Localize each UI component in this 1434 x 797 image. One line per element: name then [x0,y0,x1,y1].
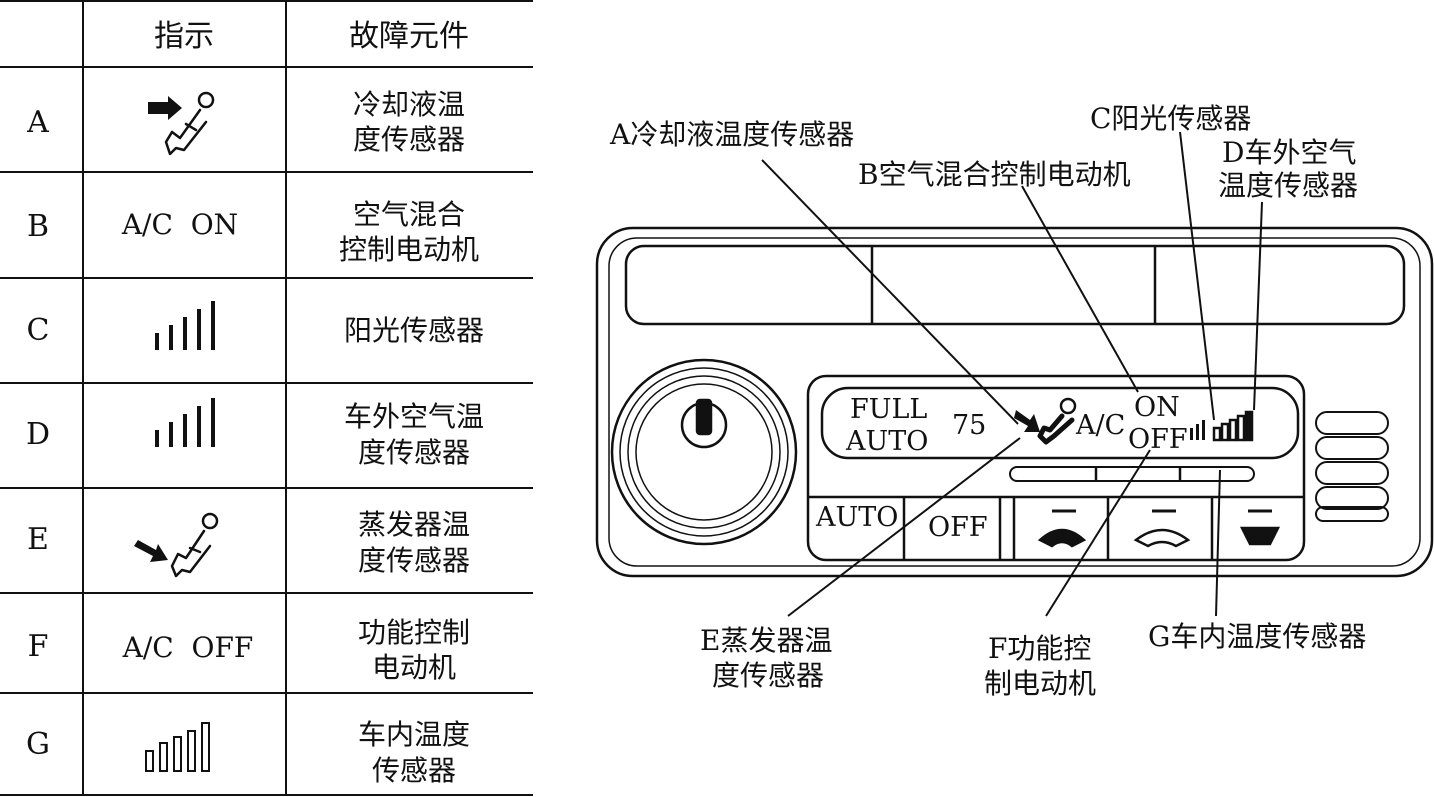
temperature-dial[interactable] [610,358,798,546]
indicator-ac-off: A/C OFF [122,631,254,664]
side-vent-grille [1315,411,1389,522]
header-indicator: 指示 [154,19,214,54]
auto-button-label: AUTO [815,502,898,533]
leader-line-g [1215,469,1221,617]
outdoor-signal-display-icon [1212,410,1254,442]
component-b-line2: 控制电动机 [339,233,479,266]
signal-bars-filled-icon [155,398,215,447]
top-vent-slot [624,244,1406,326]
component-d-line2: 度传感器 [358,436,470,469]
component-e-line1: 蒸发器温 [358,508,470,541]
sun-signal-display-icon [1190,420,1205,440]
leader-line-b [1021,185,1139,393]
display-on: ON [1134,392,1180,423]
display-temperature: 75 [952,410,986,441]
leader-line-e [787,437,1021,617]
row-key-e: E [27,522,49,557]
seat-arrow-display-icon [1014,397,1077,445]
row-key-g: G [26,727,50,762]
component-f-line2: 电动机 [372,651,456,684]
slider-bar[interactable] [1009,466,1255,482]
climate-control-panel [595,226,1434,578]
display-off: OFF [1128,424,1188,455]
floor-defrost-icon [1133,528,1191,548]
display-full: FULL [850,394,927,425]
lcd-display [820,386,1300,460]
leader-line-d [1253,201,1263,411]
callout-g-label: G车内温度传感器 [1148,620,1366,653]
callout-e-label-line2: 度传感器 [712,659,824,692]
component-g-line1: 车内温度 [358,718,470,751]
leader-line-f [1045,449,1151,617]
signal-bars-filled-icon [155,301,215,350]
panel-outer-frame [595,226,1434,578]
component-f-line1: 功能控制 [358,616,470,649]
control-module [806,374,1306,562]
component-d-line1: 车外空气温 [344,400,484,433]
component-a-line1: 冷却液温 [353,88,465,121]
row-key-f: F [28,629,49,664]
rear-defrost-button[interactable] [1239,509,1281,546]
leader-line-c [1179,131,1215,421]
callout-d-label-line1: D车外空气 [1222,136,1356,169]
display-auto: AUTO [845,426,928,457]
fault-table [0,0,533,796]
callout-d-label-line2: 温度传感器 [1218,169,1358,202]
floor-defrost-mode-button[interactable] [1133,509,1191,548]
off-button[interactable]: OFF [906,499,998,557]
leader-line-a [761,159,1019,425]
auto-button[interactable]: AUTO [810,499,902,557]
row-key-c: C [27,313,50,348]
callout-b-label: B空气混合控制电动机 [858,158,1131,191]
row-key-d: D [26,417,50,452]
seat-arrow-down-icon [134,512,219,578]
seat-arrow-right-icon [148,91,215,156]
row-key-b: B [27,209,49,244]
callout-a-label: A冷却液温度传感器 [609,118,854,151]
display-ac: A/C [1075,410,1125,441]
callout-f-label-line1: F功能控 [988,632,1091,665]
component-e-line2: 度传感器 [358,544,470,577]
indicator-ac-on: A/C ON [121,208,238,241]
callout-f-label-line2: 制电动机 [984,667,1096,700]
row-key-a: A [26,105,49,140]
component-c-line1: 阳光传感器 [344,314,484,347]
off-button-label: OFF [928,512,988,543]
callout-leaders [761,131,1263,617]
component-g-line2: 传感器 [372,754,456,787]
signal-bars-outline-icon [145,722,210,772]
defrost-mode-button[interactable] [1037,509,1087,548]
header-component: 故障元件 [349,19,469,54]
component-a-line2: 度传感器 [353,123,465,156]
callout-e-label-line1: E蒸发器温 [700,624,832,657]
rear-defrost-icon [1239,526,1281,546]
windshield-defrost-icon [1037,528,1087,548]
callout-c-label: C阳光传感器 [1090,102,1251,135]
panel-inner-frame [608,237,1421,567]
component-b-line1: 空气混合 [353,198,465,231]
